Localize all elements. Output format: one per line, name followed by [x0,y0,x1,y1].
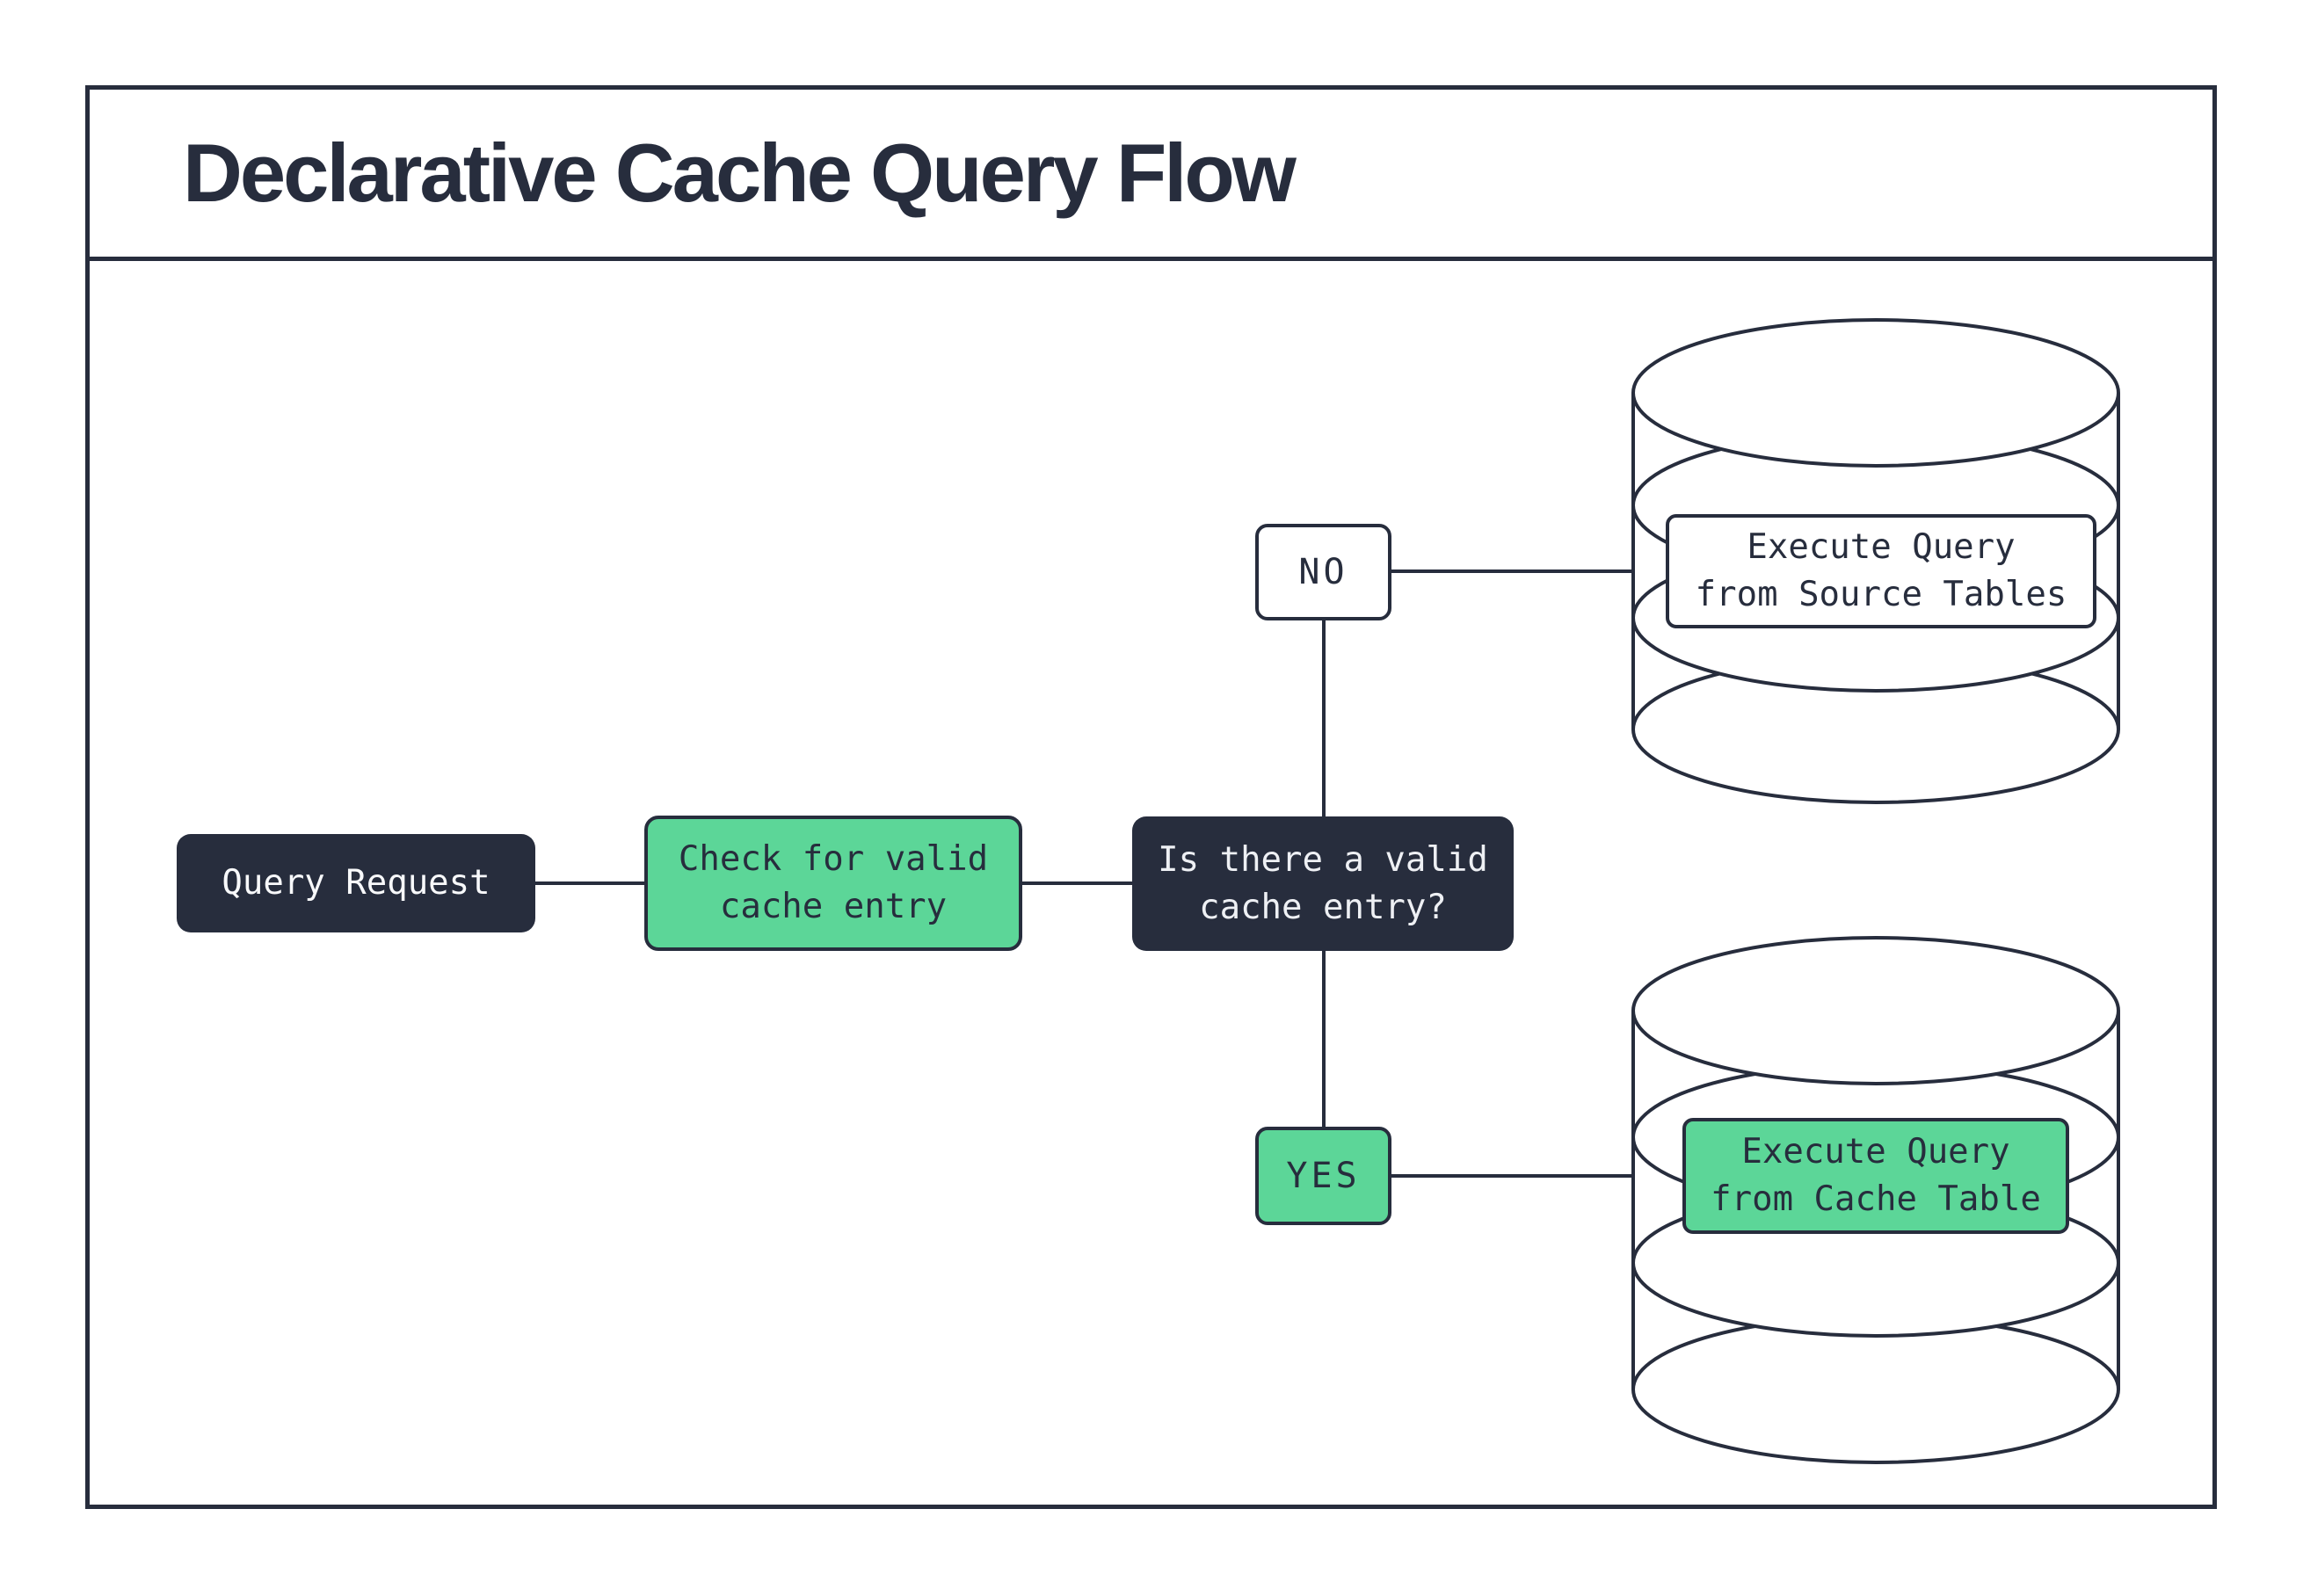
query-request-label: Query Request [222,863,490,903]
yes-branch-node: YES [1255,1127,1391,1225]
diagram-frame: Declarative Cache Query Flow [85,85,2217,1509]
no-branch-node: NO [1255,524,1391,620]
cache-db-label-node: Execute Query from Cache Table [1682,1118,2069,1234]
check-cache-label-line2: cache entry [719,887,948,926]
decision-node: Is there a valid cache entry? [1132,816,1514,951]
query-request-node: Query Request [177,834,535,932]
source-db-label-line2: from Source Tables [1695,575,2067,614]
page-title: Declarative Cache Query Flow [183,127,1297,219]
cache-db-label-line1: Execute Query [1741,1132,2010,1172]
check-cache-label-line1: Check for valid [678,839,989,879]
cache-db-label-line2: from Cache Table [1711,1179,2041,1219]
source-db-label-node: Execute Query from Source Tables [1666,514,2096,628]
decision-label-line1: Is there a valid [1158,839,1488,880]
check-cache-node: Check for valid cache entry [644,816,1022,951]
yes-branch-label: YES [1286,1156,1361,1196]
diagram-header: Declarative Cache Query Flow [90,90,2212,261]
source-db-label-line1: Execute Query [1747,527,2016,567]
no-branch-label: NO [1298,552,1348,592]
decision-label-line2: cache entry? [1199,887,1447,927]
